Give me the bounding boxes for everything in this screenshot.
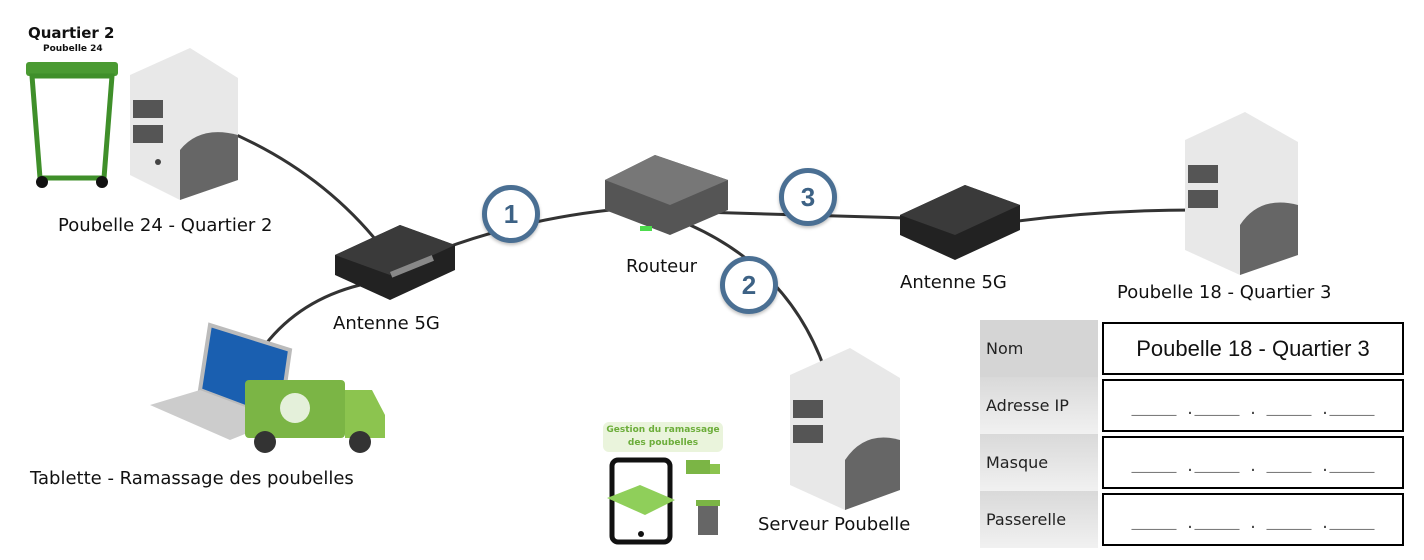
label-routeur: Routeur [626, 256, 698, 277]
row-masque: Masque _____ ._____ . _____ ._____ [980, 434, 1404, 491]
badge-3: 3 [779, 168, 837, 226]
server-icon-poubelle24 [130, 48, 238, 200]
link-antenne-tablette [263, 283, 361, 346]
label-antenne-right: Antenne 5G [900, 272, 1007, 293]
router-icon [605, 155, 728, 235]
green-bin-icon [26, 62, 118, 188]
value-nom: Poubelle 18 - Quartier 3 [1102, 322, 1404, 375]
label-serveur: Serveur Poubelle [758, 514, 911, 535]
small-truck-icon [686, 460, 720, 474]
label-tablette: Tablette - Ramassage des poubelles [30, 468, 354, 489]
garbage-truck-icon [245, 380, 385, 453]
grey-bin-icon [696, 500, 720, 535]
key-adresse-ip: Adresse IP [980, 377, 1098, 434]
badge-2: 2 [720, 256, 778, 314]
link-antenne2-poubelle18 [1009, 208, 1196, 224]
bin-subtitle: Poubelle 24 [43, 44, 103, 54]
server-icon-serveur-poubelle [790, 348, 900, 510]
label-poubelle18: Poubelle 18 - Quartier 3 [1117, 282, 1332, 303]
value-masque[interactable]: _____ ._____ . _____ ._____ [1102, 436, 1404, 489]
server-icon-poubelle18 [1185, 112, 1298, 275]
info-table: Nom Poubelle 18 - Quartier 3 Adresse IP … [980, 320, 1404, 548]
key-nom: Nom [980, 320, 1098, 377]
value-adresse-ip[interactable]: _____ ._____ . _____ ._____ [1102, 379, 1404, 432]
key-passerelle: Passerelle [980, 491, 1098, 548]
value-passerelle[interactable]: _____ ._____ . _____ ._____ [1102, 493, 1404, 546]
label-poubelle24: Poubelle 24 - Quartier 2 [58, 215, 273, 236]
row-nom: Nom Poubelle 18 - Quartier 3 [980, 320, 1404, 377]
row-passerelle: Passerelle _____ ._____ . _____ ._____ [980, 491, 1404, 548]
link-poubelle24-antenne [224, 128, 382, 246]
gestion-caption: Gestion du ramassage des poubelles [603, 422, 723, 452]
tablet-map-icon [607, 457, 675, 545]
antenna-switch-icon-left [335, 225, 455, 300]
badge-1: 1 [482, 185, 540, 243]
label-antenne-left: Antenne 5G [333, 313, 440, 334]
bin-title: Quartier 2 [28, 24, 115, 42]
antenna-switch-icon-right [900, 185, 1020, 260]
row-adresse-ip: Adresse IP _____ ._____ . _____ ._____ [980, 377, 1404, 434]
key-masque: Masque [980, 434, 1098, 491]
